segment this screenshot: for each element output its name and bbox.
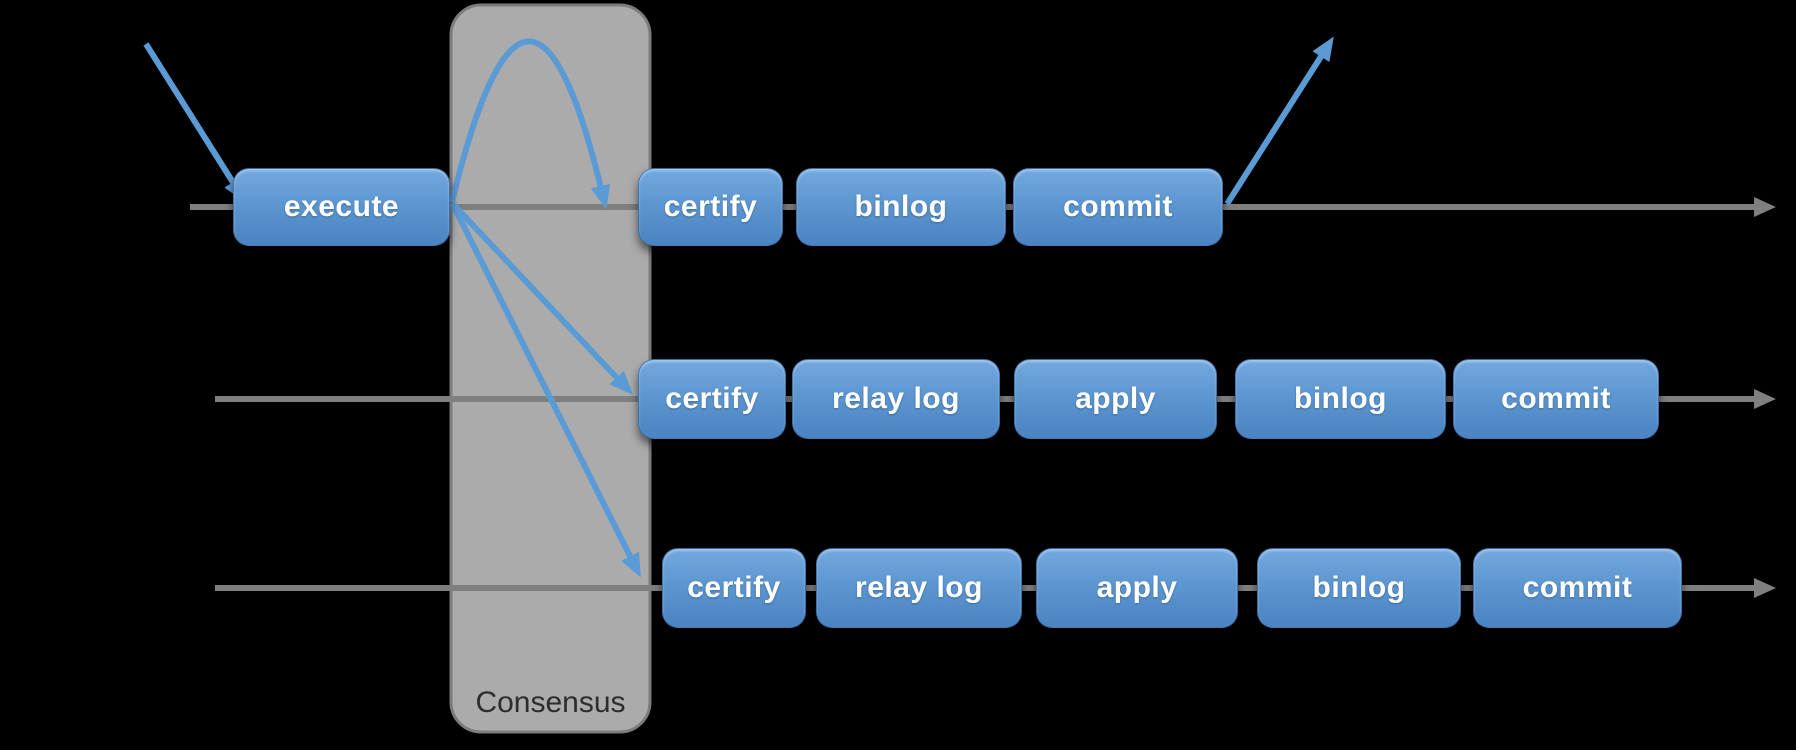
box-commit-row3-label: commit	[1522, 571, 1633, 604]
box-certify-row2-label: certify	[665, 382, 759, 415]
box-commit-row3: commit	[1473, 548, 1682, 628]
box-commit-row2-label: commit	[1501, 382, 1611, 415]
box-apply-row2-label: apply	[1075, 382, 1156, 415]
box-binlog-row3: binlog	[1257, 548, 1461, 628]
consensus-broadcast-row3-arrow	[449, 201, 641, 578]
box-commit-row1: commit	[1013, 168, 1223, 246]
box-binlog-row2: binlog	[1235, 359, 1446, 439]
box-binlog-row3-label: binlog	[1312, 571, 1406, 604]
consensus-broadcast-row2-arrow	[449, 200, 634, 396]
incoming-transaction-arrow	[143, 42, 246, 203]
box-binlog-row1: binlog	[796, 168, 1006, 246]
box-apply-row3: apply	[1036, 548, 1238, 628]
box-execute-label: execute	[283, 190, 400, 223]
box-certify-row3-label: certify	[687, 571, 781, 604]
box-certify-row1-label: certify	[663, 190, 758, 223]
box-apply-row2: apply	[1014, 359, 1217, 439]
consensus-broadcast-row1-arc-arrow	[449, 38, 611, 210]
consensus-label: Consensus	[475, 686, 626, 719]
box-relaylog-row3: relay log	[816, 548, 1022, 628]
box-relaylog-row3-label: relay log	[855, 571, 983, 604]
commit-response-arrow	[1224, 36, 1334, 206]
box-binlog-row2-label: binlog	[1294, 382, 1387, 415]
box-commit-row2: commit	[1453, 359, 1659, 439]
box-apply-row3-label: apply	[1096, 571, 1178, 604]
box-execute: execute	[233, 168, 450, 246]
box-certify-row2: certify	[638, 359, 786, 439]
consensus-box	[449, 3, 652, 734]
box-certify-row1: certify	[638, 168, 783, 246]
box-commit-row1-label: commit	[1063, 190, 1173, 223]
box-certify-row3: certify	[662, 548, 806, 628]
box-binlog-row1-label: binlog	[854, 190, 948, 223]
box-relaylog-row2-label: relay log	[832, 382, 960, 415]
box-relaylog-row2: relay log	[792, 359, 1000, 439]
